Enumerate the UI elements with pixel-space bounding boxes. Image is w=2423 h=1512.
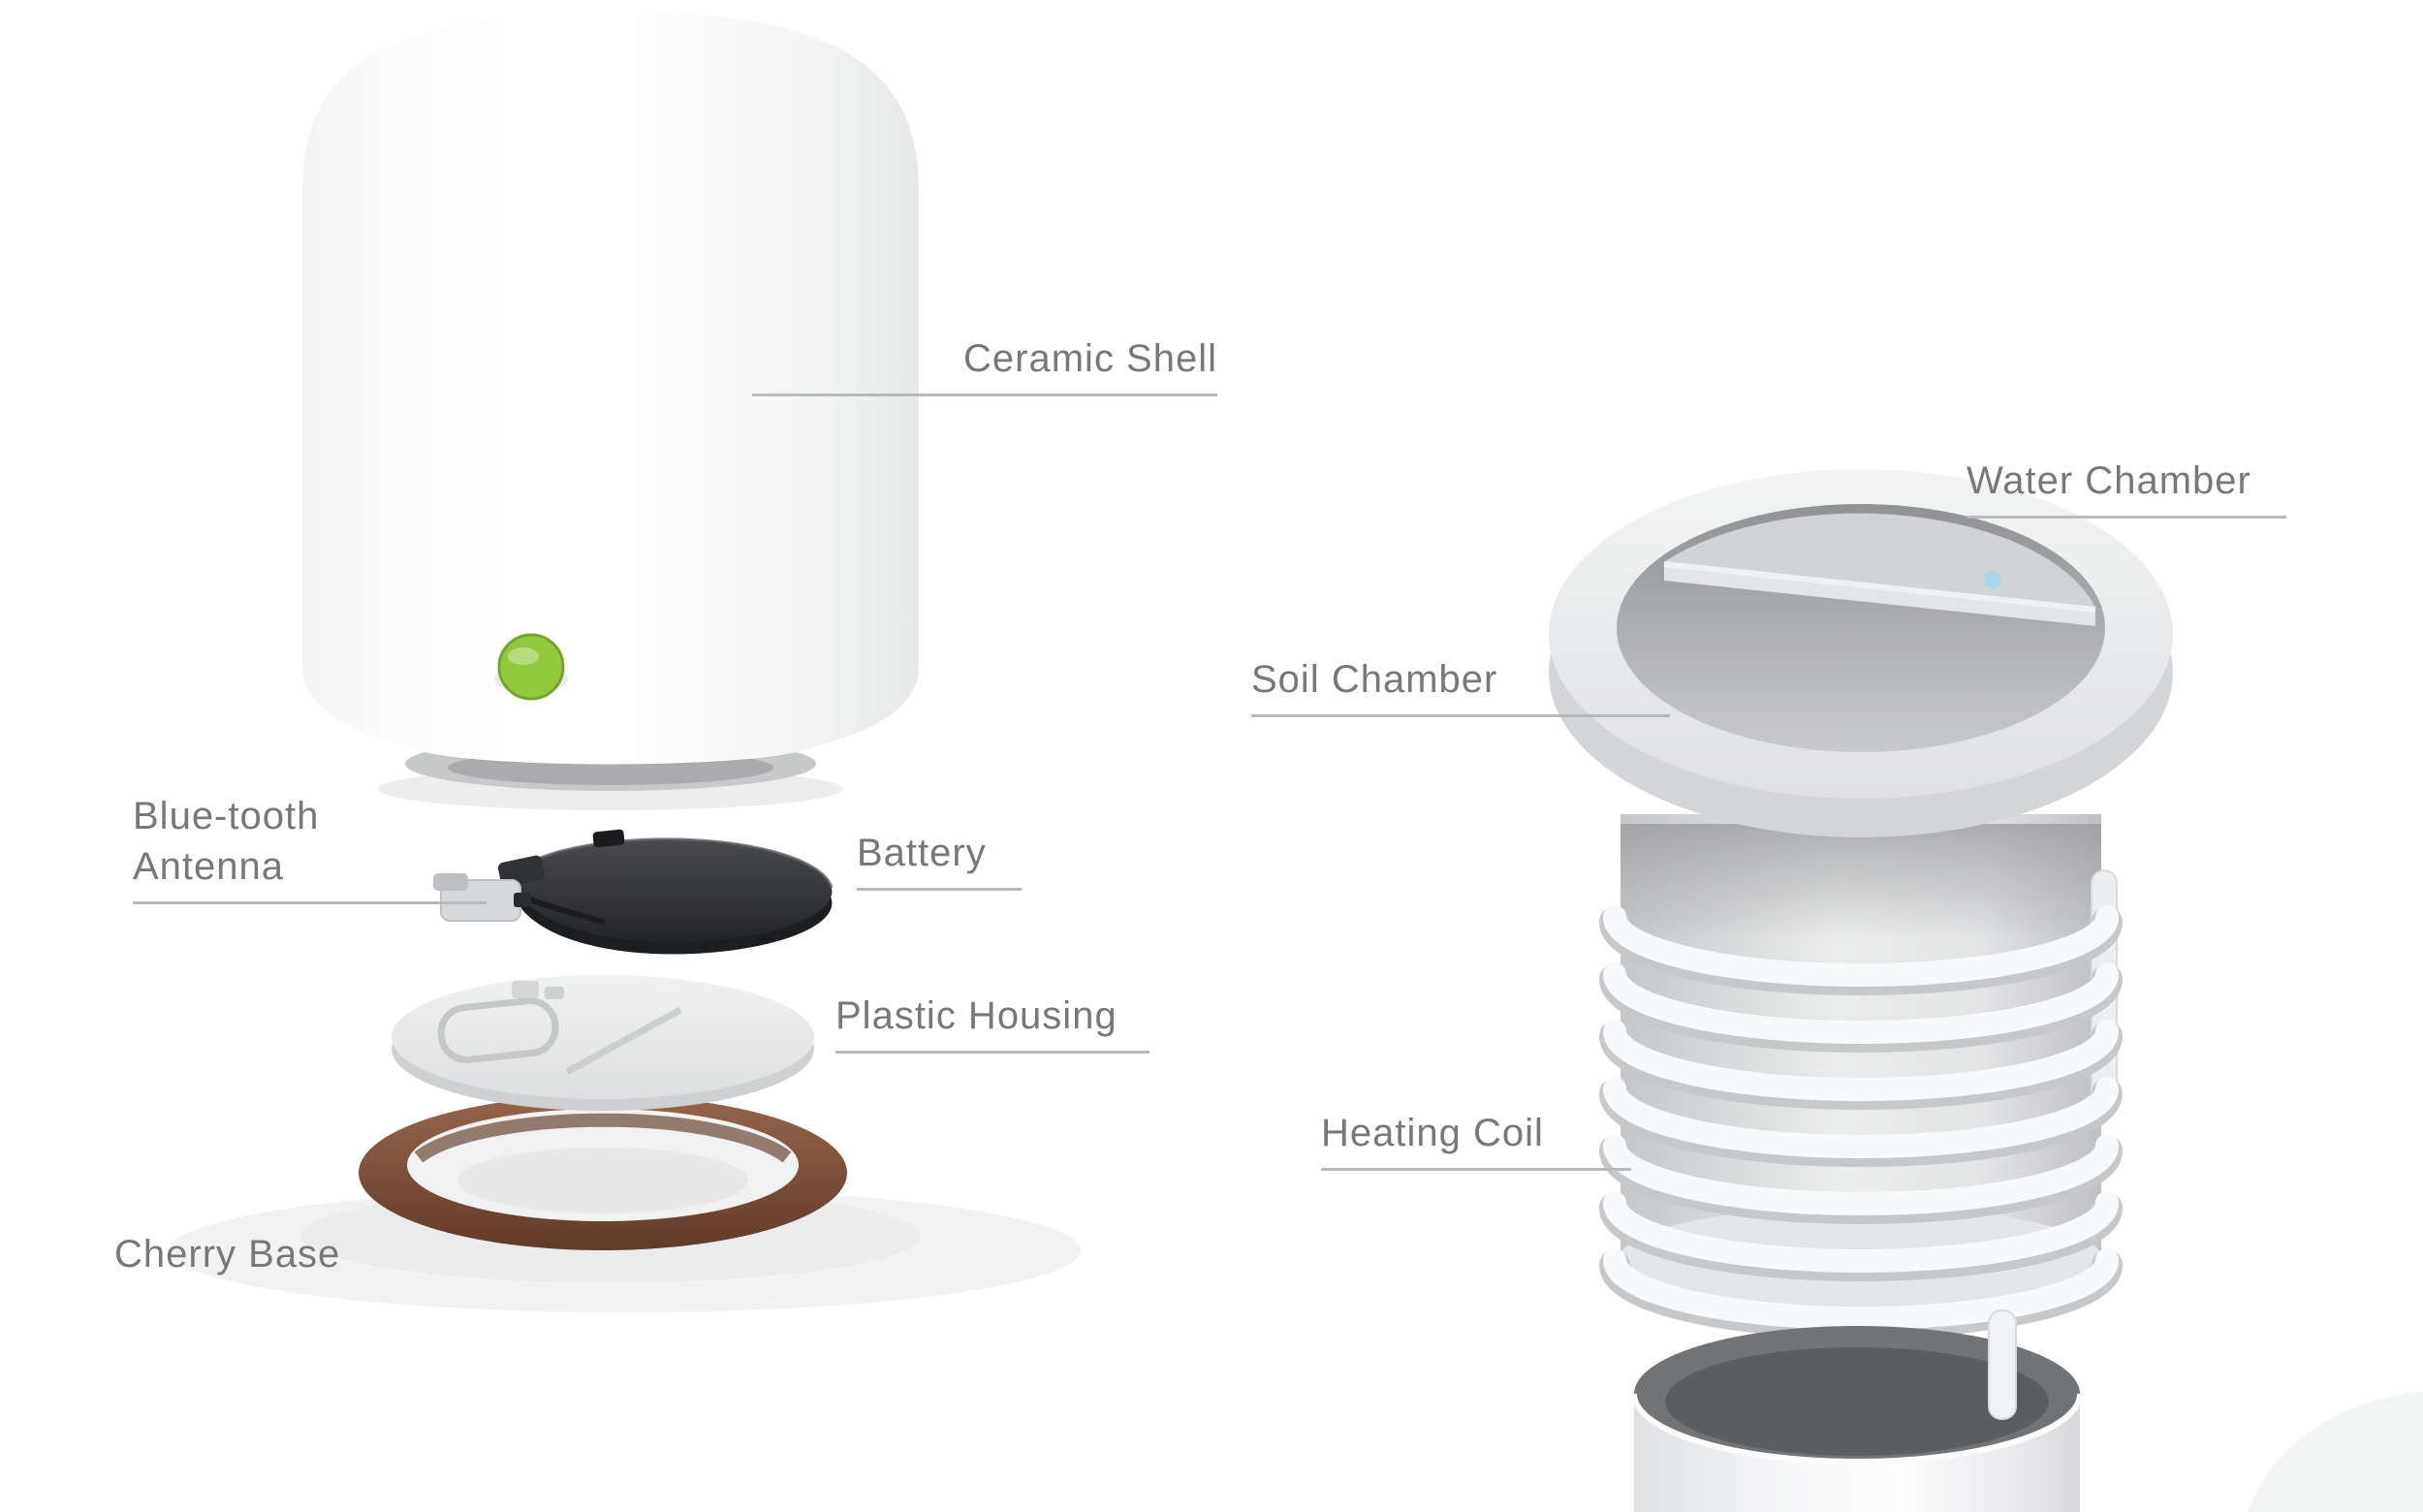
label-plastic-housing: Plastic Housing	[835, 991, 1149, 1054]
base-cylinder-illustration	[1631, 1309, 2083, 1512]
bluetooth-antenna-illustration	[433, 873, 606, 926]
label-soil-chamber-text: Soil Chamber	[1251, 658, 1498, 701]
label-ceramic-shell-text: Ceramic Shell	[963, 337, 1217, 380]
ceramic-shell-illustration	[302, 12, 919, 810]
label-cherry-base-text: Cherry Base	[114, 1233, 341, 1276]
top-flange-illustration	[1549, 469, 2173, 837]
cherry-base-illustration	[359, 1095, 847, 1250]
outer-pot-edge	[2247, 1391, 2423, 1512]
label-bluetooth-antenna-line2: Antenna	[133, 845, 285, 888]
label-heating-coil-text: Heating Coil	[1321, 1112, 1544, 1154]
label-battery-text: Battery	[857, 832, 987, 874]
plastic-housing-illustration	[392, 975, 814, 1111]
left-assembly-illustration	[170, 12, 1081, 1312]
label-ceramic-shell: Ceramic Shell	[752, 333, 1217, 396]
connector-pin	[1988, 1309, 2017, 1420]
heating-coil-illustration	[1599, 905, 2123, 1339]
label-heating-coil: Heating Coil	[1321, 1108, 1631, 1171]
right-assembly-illustration	[1549, 469, 2423, 1512]
label-bluetooth-antenna-line1: Blue-tooth	[133, 795, 320, 837]
battery-illustration	[497, 829, 834, 955]
label-plastic-housing-text: Plastic Housing	[835, 994, 1117, 1037]
label-water-chamber: Water Chamber	[1967, 456, 2286, 519]
antenna-wire	[528, 897, 606, 926]
housing-slot	[437, 997, 559, 1063]
label-bluetooth-antenna: Blue-tooth Antenna	[133, 791, 487, 904]
water-inlet-dot	[1984, 571, 2001, 588]
label-cherry-base: Cherry Base	[114, 1229, 340, 1279]
label-water-chamber-text: Water Chamber	[1967, 459, 2251, 502]
label-battery: Battery	[857, 828, 1022, 891]
power-button	[494, 633, 568, 701]
label-soil-chamber: Soil Chamber	[1251, 654, 1670, 717]
